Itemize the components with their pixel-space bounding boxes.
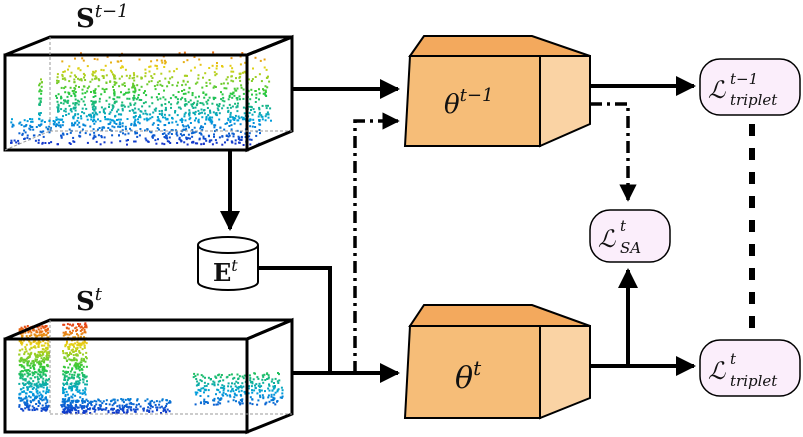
model-curr-label: θt [455,356,482,396]
connectors [220,76,696,383]
scan-prev-label: St−1 [76,1,129,34]
dashdot-curr-to-model-prev [353,112,400,373]
loss-triplet-prev-box [699,58,801,116]
dashdot-model-prev-to-loss-sa [590,102,637,202]
dashdot-connectors [353,102,637,373]
model-prev [403,35,591,148]
loss-triplet-curr-box [699,339,801,397]
scan-curr-box [3,317,294,435]
memory-label: Et [213,256,238,287]
model-curr [403,304,591,420]
line-memory-to-merge [258,266,332,373]
model-prev-label: θt−1 [444,85,493,120]
scan-curr-label: St [76,284,103,317]
scan-prev-box [3,34,294,153]
point-cloud-curr [18,322,284,414]
loss-sa-box [589,209,671,263]
memory-cylinder [197,236,259,291]
